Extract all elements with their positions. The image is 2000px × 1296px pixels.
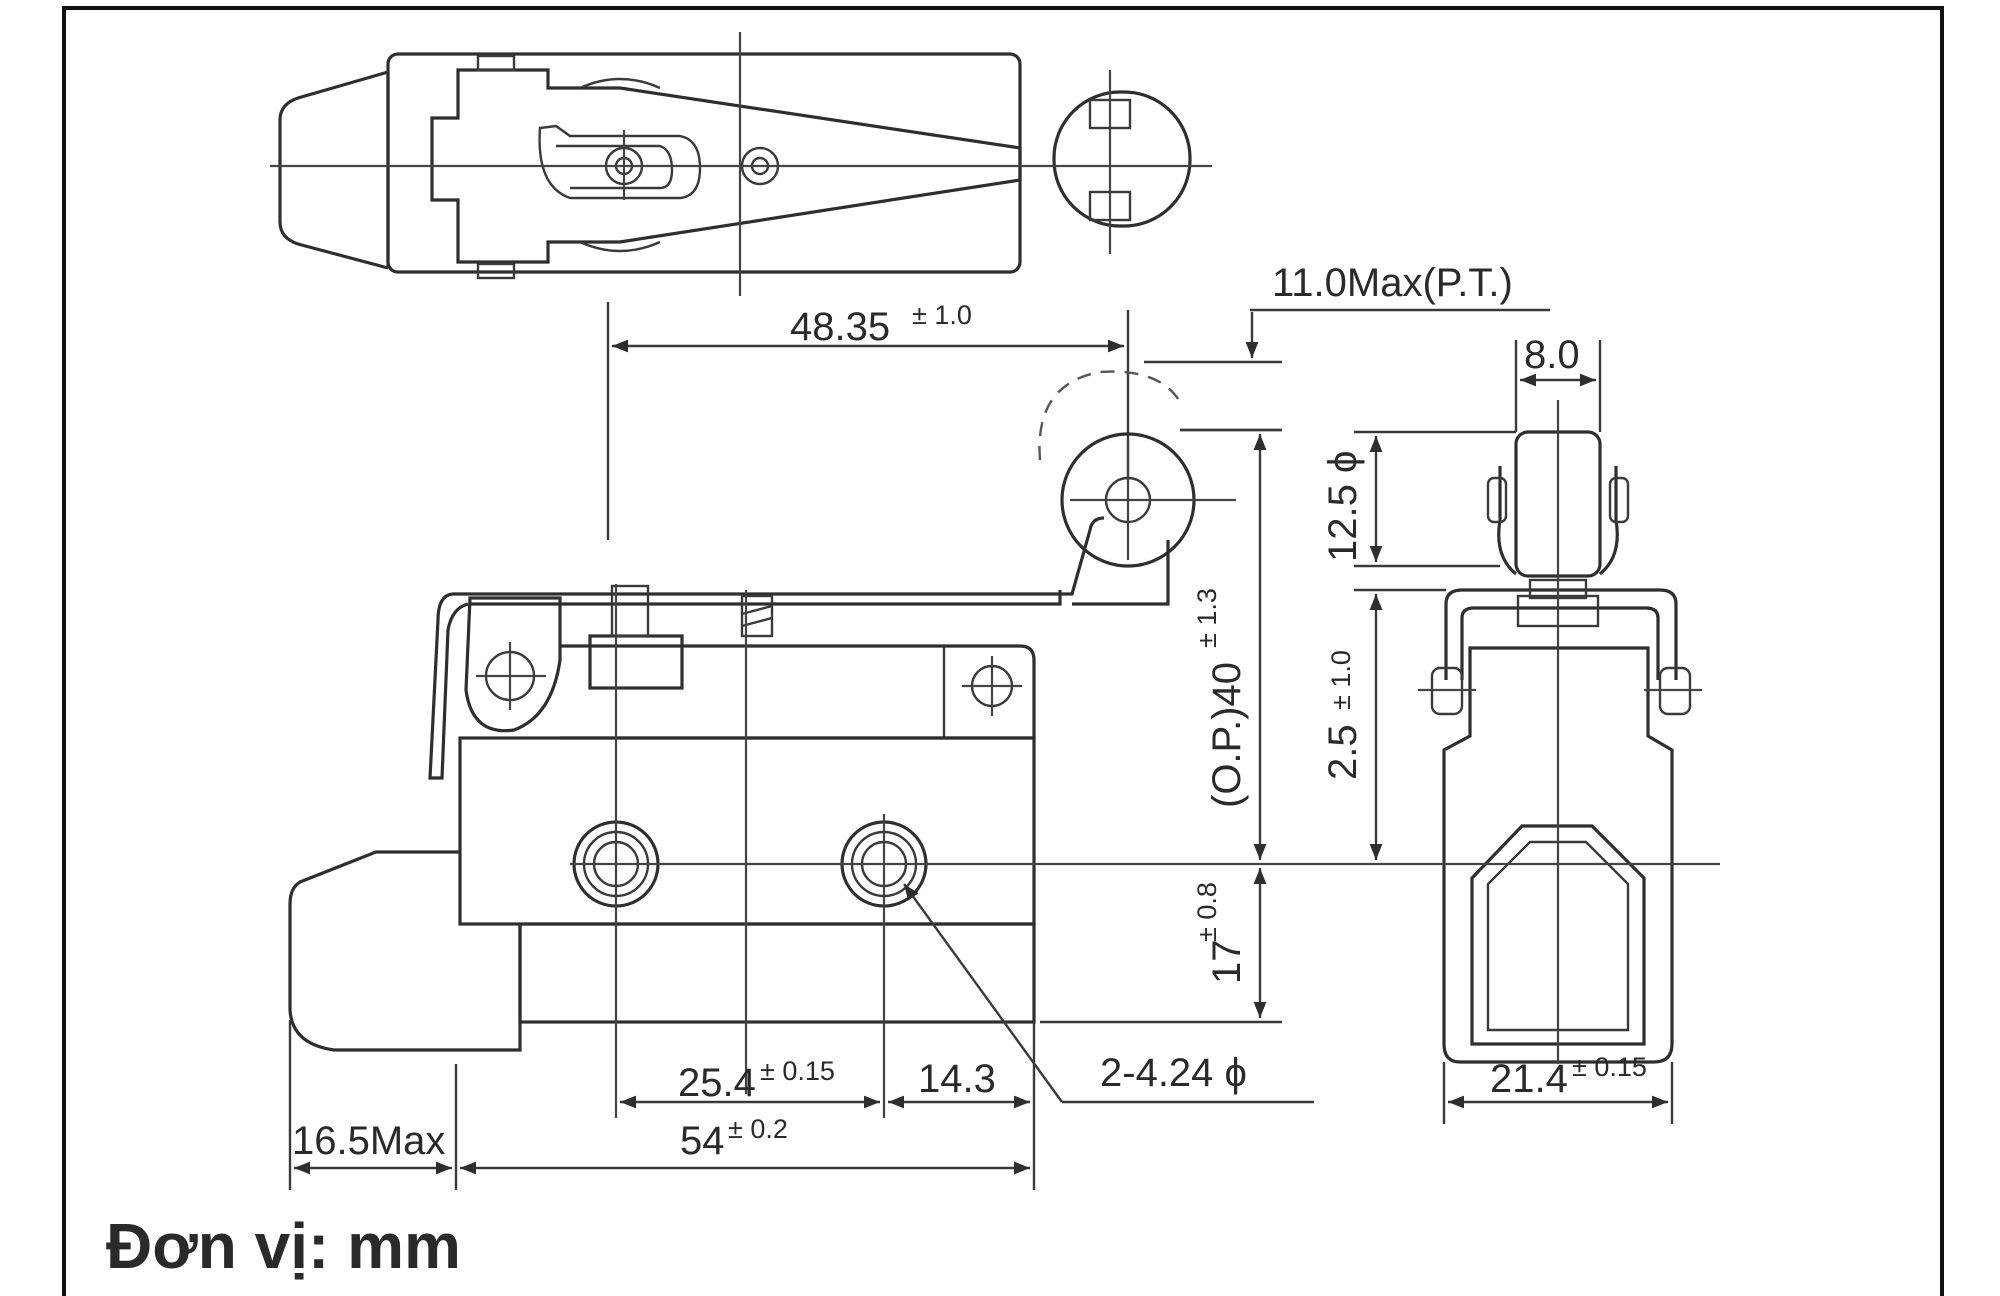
dimension-48-35: 48.35 ± 1.0 bbox=[606, 300, 1130, 540]
dim-pt-max-value: 11.0Max(P.T.) bbox=[1272, 261, 1513, 305]
dim-12-5-value: 12.5 ϕ bbox=[1321, 451, 1365, 562]
dim-48-35-value: 48.35 bbox=[790, 305, 890, 349]
dimension-op-40: (O.P.)40 ± 1.3 bbox=[1180, 428, 1282, 860]
drawing-frame bbox=[62, 6, 1944, 1296]
dimension-17: 17 ± 0.8 bbox=[1040, 868, 1282, 1024]
front-view bbox=[288, 370, 1432, 1118]
dimension-8-0: 8.0 bbox=[1514, 333, 1602, 432]
dim-16-5-max-value: 16.5Max bbox=[292, 1119, 445, 1163]
dimension-21-4: 21.4 ± 0.15 bbox=[1442, 1052, 1674, 1124]
dim-54-tolerance: ± 0.2 bbox=[728, 1114, 788, 1144]
dim-25-4-tolerance: ± 0.15 bbox=[760, 1056, 835, 1086]
dimension-hole-diameter: 2-4.24 ϕ bbox=[903, 883, 1314, 1104]
dim-8-0-value: 8.0 bbox=[1524, 333, 1580, 377]
dim-14-3-value: 14.3 bbox=[918, 1057, 996, 1101]
dim-48-35-tolerance: ± 1.0 bbox=[912, 300, 972, 330]
side-view bbox=[1418, 400, 1720, 1064]
unit-label: Đơn vị: mm bbox=[106, 1210, 461, 1282]
dim-2-5-tolerance: ± 1.0 bbox=[1326, 650, 1356, 710]
bottom-dimensions: 25.4 ± 0.15 14.3 54 ± 0.2 16.5Max bbox=[288, 1020, 1036, 1190]
dimension-2-5: 2.5 ± 1.0 bbox=[1321, 588, 1446, 860]
dim-25-4-value: 25.4 bbox=[678, 1061, 756, 1105]
dim-21-4-value: 21.4 bbox=[1490, 1057, 1568, 1101]
dim-21-4-tolerance: ± 0.15 bbox=[1572, 1052, 1647, 1082]
dimension-pt-max: 11.0Max(P.T.) bbox=[1144, 261, 1550, 432]
dim-54-value: 54 bbox=[680, 1119, 725, 1163]
top-view bbox=[270, 32, 1212, 296]
dimension-12-5: 12.5 ϕ bbox=[1321, 430, 1516, 568]
dim-17-tolerance: ± 0.8 bbox=[1192, 882, 1222, 942]
dim-op-40-value: (O.P.)40 bbox=[1205, 662, 1249, 808]
dim-17-value: 17 bbox=[1205, 940, 1249, 985]
dim-op-40-tolerance: ± 1.3 bbox=[1192, 588, 1222, 648]
dim-2-5-value: 2.5 bbox=[1321, 724, 1365, 780]
dim-hole-dia-value: 2-4.24 ϕ bbox=[1100, 1051, 1247, 1095]
